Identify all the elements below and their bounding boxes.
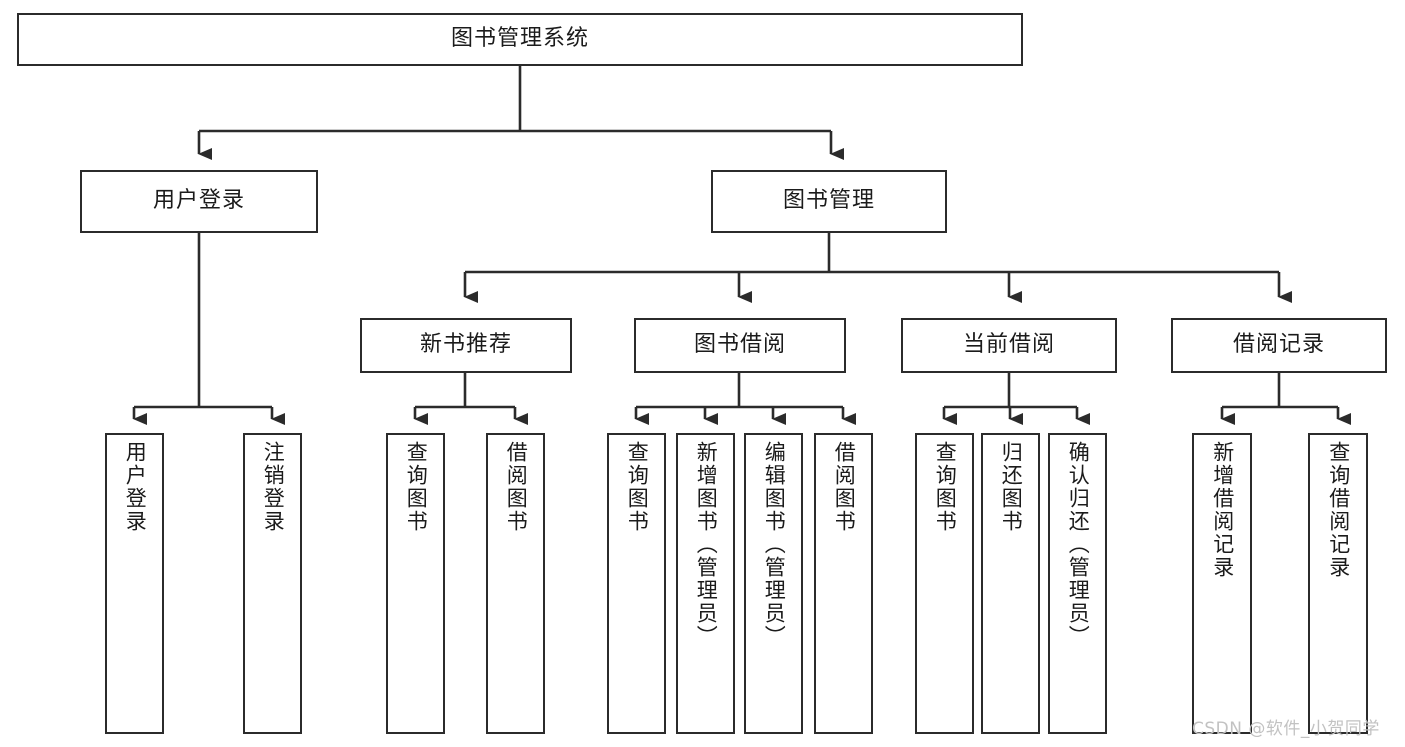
node-borrow-record-label: 借阅记录 xyxy=(1232,332,1325,358)
leaf-book-borrow-1[interactable]: 查询图书 xyxy=(607,433,666,734)
leaf-book-borrow-3-label: 编辑图书（管理员） xyxy=(762,441,787,648)
leaf-borrow-record-2[interactable]: 查询借阅记录 xyxy=(1308,433,1368,734)
leaf-current-borrow-2[interactable]: 归还图书 xyxy=(981,433,1040,734)
leaf-book-borrow-1-label: 查询图书 xyxy=(625,441,650,533)
leaf-new-book-2-label: 借阅图书 xyxy=(504,441,529,533)
leaf-user-login-2-label: 注销登录 xyxy=(261,441,286,533)
node-user-login[interactable]: 用户登录 xyxy=(80,170,318,233)
leaf-borrow-record-1-label: 新增借阅记录 xyxy=(1210,441,1235,579)
leaf-current-borrow-1-label: 查询图书 xyxy=(933,441,958,533)
leaf-borrow-record-1[interactable]: 新增借阅记录 xyxy=(1192,433,1252,734)
leaf-current-borrow-1[interactable]: 查询图书 xyxy=(915,433,974,734)
node-new-book-recommend-label: 新书推荐 xyxy=(419,332,512,358)
leaf-new-book-1[interactable]: 查询图书 xyxy=(386,433,445,734)
leaf-current-borrow-2-label: 归还图书 xyxy=(999,441,1024,533)
node-root[interactable]: 图书管理系统 xyxy=(17,13,1023,66)
leaf-book-borrow-2-label: 新增图书（管理员） xyxy=(694,441,719,648)
node-book-borrow[interactable]: 图书借阅 xyxy=(634,318,846,373)
leaf-user-login-1[interactable]: 用户登录 xyxy=(105,433,164,734)
leaf-borrow-record-2-label: 查询借阅记录 xyxy=(1326,441,1351,579)
node-user-login-label: 用户登录 xyxy=(152,188,245,214)
leaf-current-borrow-3-label: 确认归还（管理员） xyxy=(1066,441,1091,648)
node-new-book-recommend[interactable]: 新书推荐 xyxy=(360,318,572,373)
leaf-user-login-1-label: 用户登录 xyxy=(123,441,148,533)
node-borrow-record[interactable]: 借阅记录 xyxy=(1171,318,1387,373)
leaf-book-borrow-3[interactable]: 编辑图书（管理员） xyxy=(744,433,803,734)
leaf-book-borrow-4-label: 借阅图书 xyxy=(832,441,857,533)
leaf-user-login-2[interactable]: 注销登录 xyxy=(243,433,302,734)
node-current-borrow[interactable]: 当前借阅 xyxy=(901,318,1117,373)
leaf-new-book-1-label: 查询图书 xyxy=(404,441,429,533)
node-book-management-label: 图书管理 xyxy=(782,188,875,214)
node-book-management[interactable]: 图书管理 xyxy=(711,170,947,233)
leaf-new-book-2[interactable]: 借阅图书 xyxy=(486,433,545,734)
leaf-book-borrow-4[interactable]: 借阅图书 xyxy=(814,433,873,734)
node-root-label: 图书管理系统 xyxy=(450,26,589,52)
node-current-borrow-label: 当前借阅 xyxy=(962,332,1055,358)
leaf-current-borrow-3[interactable]: 确认归还（管理员） xyxy=(1048,433,1107,734)
node-book-borrow-label: 图书借阅 xyxy=(693,332,786,358)
leaf-book-borrow-2[interactable]: 新增图书（管理员） xyxy=(676,433,735,734)
